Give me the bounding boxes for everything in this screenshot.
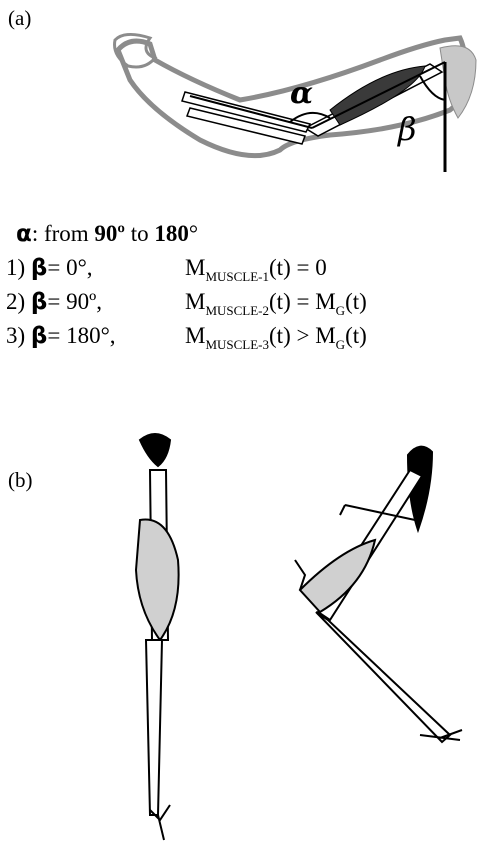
shoulder-joint-right (406, 445, 434, 534)
moment-time: (t) (269, 323, 291, 348)
arm-diagram-a: α β (113, 33, 477, 172)
moment-symbol: M (185, 255, 206, 280)
alpha-symbol: α (290, 76, 313, 111)
condition-row-2: 2) β= 90º, (6, 290, 102, 314)
forearm-left (144, 639, 164, 816)
moment-time: (t) (269, 255, 291, 280)
moment-rhs: M (315, 323, 336, 348)
moment-row-2: MMUSCLE-2(t) = MG(t) (185, 290, 367, 317)
alpha-range-symbol: α (16, 221, 32, 247)
humerus-axis-line (311, 61, 446, 129)
moment-operator: > (296, 323, 310, 348)
muscle-right (298, 538, 377, 614)
moment-rhs-subscript: G (335, 337, 346, 352)
moment-rhs-subscript: G (335, 303, 346, 318)
alpha-range-end: 180 (154, 221, 189, 246)
moment-subscript: MUSCLE-1 (205, 269, 270, 284)
alpha-range-from: : from (31, 221, 89, 246)
moment-rhs: M (315, 289, 336, 314)
humerus-left (148, 469, 170, 641)
row-number: 2) (6, 289, 26, 314)
panel-label-b: (b) (8, 468, 33, 492)
alpha-range-start: 90º (94, 221, 126, 246)
moment-operator: = (296, 289, 310, 314)
alpha-range-to: to (130, 221, 149, 246)
shoulder-joint-left (138, 433, 172, 468)
panel-label-a: (a) (8, 6, 32, 30)
moment-symbol: M (185, 323, 206, 348)
alpha-range-unit: ° (188, 221, 199, 246)
arm-flexed (294, 445, 463, 744)
moment-time: (t) (269, 289, 291, 314)
beta-angle: = 180°, (47, 323, 116, 348)
beta-label: β (30, 255, 48, 281)
moment-rhs-time: (t) (345, 289, 367, 314)
arm-extended (134, 433, 180, 841)
moment-row-1: MMUSCLE-1(t) = 0 (185, 256, 327, 283)
elbow-fragment (294, 559, 307, 591)
beta-angle: = 90º, (47, 289, 102, 314)
forearm-right (315, 611, 452, 744)
condition-row-1: 1) β= 0°, (6, 256, 93, 280)
moment-subscript: MUSCLE-2 (205, 303, 270, 318)
moment-symbol: M (185, 289, 206, 314)
muscle-left (134, 518, 180, 642)
alpha-range-line: α: from 90º to 180° (16, 222, 198, 246)
beta-angle: = 0°, (47, 255, 93, 280)
alpha-arc (289, 111, 331, 123)
row-number: 3) (6, 323, 26, 348)
forearm-axis-line (189, 95, 313, 129)
beta-arc (419, 75, 446, 101)
beta-label: β (30, 289, 48, 315)
moment-operator: = (296, 255, 310, 280)
forearm-bone-2 (186, 107, 306, 145)
moment-subscript: MUSCLE-3 (205, 337, 270, 352)
moment-rhs: 0 (315, 255, 327, 280)
condition-row-3: 3) β= 180°, (6, 324, 116, 348)
moment-rhs-time: (t) (345, 323, 367, 348)
beta-label: β (30, 323, 48, 349)
beta-symbol: β (397, 110, 417, 148)
hand-right (419, 729, 463, 741)
humerus-right (316, 468, 424, 622)
hand-outline (113, 33, 158, 69)
moment-row-3: MMUSCLE-3(t) > MG(t) (185, 324, 367, 351)
hand-left (149, 804, 171, 841)
row-number: 1) (6, 255, 26, 280)
scapula-shape (439, 45, 477, 119)
upper-hand-right (339, 504, 416, 521)
